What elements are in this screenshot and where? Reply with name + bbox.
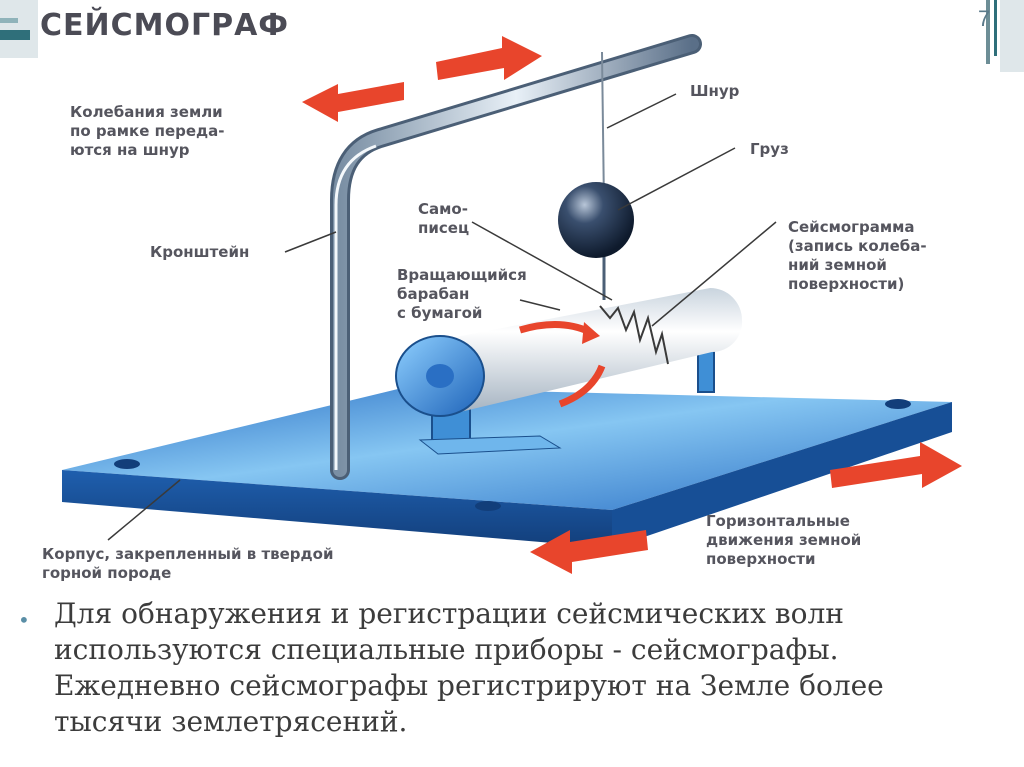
slide-title: СЕЙСМОГРАФ bbox=[40, 8, 290, 43]
rotating-drum bbox=[395, 288, 743, 417]
label-cord: Шнур bbox=[690, 82, 740, 100]
bullet-line: Ежедневно сейсмографы регистрируют на Зе… bbox=[54, 669, 884, 702]
label-rotating-drum: Вращающийся барабан с бумагой bbox=[397, 266, 527, 322]
cord bbox=[601, 51, 605, 207]
bullet-line: используются специальные приборы - сейсм… bbox=[54, 633, 839, 666]
label-seismogram: Сейсмограмма (запись колеба- ний земной … bbox=[788, 218, 927, 293]
arrow-right-icon bbox=[436, 36, 542, 80]
slide-number: 7 bbox=[978, 6, 991, 31]
label-earth-vibrations: Колебания земли по рамке переда- ются на… bbox=[70, 103, 225, 159]
label-weight: Груз bbox=[750, 140, 789, 158]
bullet-text: Для обнаружения и регистрации сейсмическ… bbox=[54, 596, 994, 740]
weight-ball bbox=[558, 182, 634, 258]
bullet-line: тысячи землетрясений. bbox=[54, 705, 408, 738]
slide-frame bbox=[0, 0, 1024, 72]
bracket bbox=[330, 34, 702, 480]
arrow-right-icon bbox=[830, 442, 962, 488]
bullet-dot-icon: • bbox=[18, 608, 30, 632]
label-bracket: Кронштейн bbox=[150, 243, 250, 261]
label-horizontal-movements: Горизонтальные движения земной поверхнос… bbox=[706, 512, 862, 568]
label-pen-recorder: Само- писец bbox=[418, 200, 470, 237]
arrow-left-icon bbox=[530, 530, 648, 574]
arrow-left-icon bbox=[302, 82, 404, 122]
bullet-line: Для обнаружения и регистрации сейсмическ… bbox=[54, 597, 844, 630]
leader-lines bbox=[107, 93, 777, 541]
label-body-housing: Корпус, закрепленный в твердой горной по… bbox=[42, 545, 334, 582]
